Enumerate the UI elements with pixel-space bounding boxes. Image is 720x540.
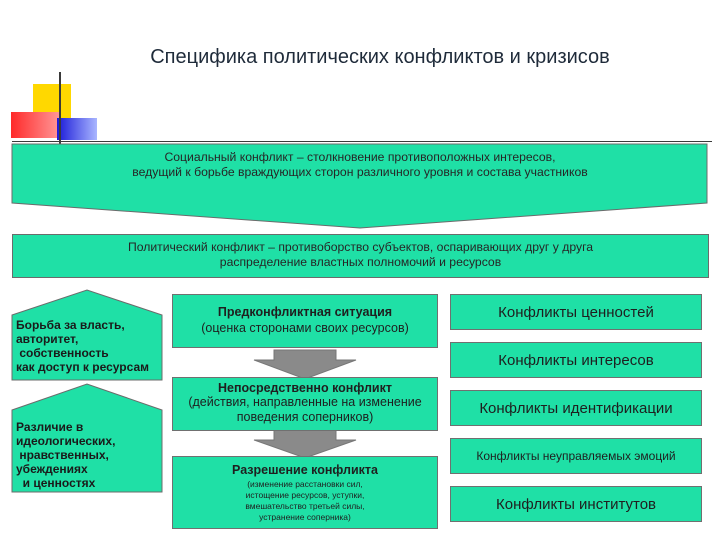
stage-resolution-line4: устранение соперника) (173, 512, 437, 523)
power-struggle-line1: Борьба за власть, (16, 318, 164, 332)
power-struggle-line3: собственность (16, 346, 164, 360)
political-conflict-box: Политический конфликт – противоборство с… (12, 234, 709, 278)
arrow-down-1 (254, 350, 356, 379)
values-difference-line3: нравственных, (16, 448, 164, 462)
power-struggle-line2: авторитет, (16, 332, 164, 346)
conflict-type-identification: Конфликты идентификации (450, 390, 702, 426)
values-difference-text: Различие в идеологических, нравственных,… (16, 420, 164, 490)
power-struggle-text: Борьба за власть, авторитет, собственнос… (16, 318, 164, 374)
values-difference-line2: идеологических, (16, 434, 164, 448)
stage-resolution-line3: вмешательство третьей силы, (173, 501, 437, 512)
conflict-type-emotions: Конфликты неуправляемых эмоций (450, 438, 702, 474)
stage-direct-box: Непосредственно конфликт (действия, напр… (172, 377, 438, 431)
social-conflict-definition: Социальный конфликт – столкновение проти… (60, 150, 660, 180)
stage-resolution-line2: истощение ресурсов, уступки, (173, 490, 437, 501)
conflict-type-values: Конфликты ценностей (450, 294, 702, 330)
conflict-type-interests: Конфликты интересов (450, 342, 702, 378)
conflict-type-institutions: Конфликты институтов (450, 486, 702, 522)
stage-preconflict-subtitle: (оценка сторонами своих ресурсов) (173, 321, 437, 335)
stage-resolution-title: Разрешение конфликта (173, 463, 437, 477)
power-struggle-line4: как доступ к ресурсам (16, 360, 164, 374)
stage-resolution-box: Разрешение конфликта (изменение расстано… (172, 456, 438, 529)
social-conflict-line2: ведущий к борьбе враждующих сторон разли… (60, 165, 660, 180)
values-difference-line5: и ценностях (16, 476, 164, 490)
stage-preconflict-box: Предконфликтная ситуация (оценка сторона… (172, 294, 438, 348)
stage-resolution-line1: (изменение расстановки сил, (173, 479, 437, 490)
social-conflict-line1: Социальный конфликт – столкновение проти… (60, 150, 660, 165)
stage-preconflict-title: Предконфликтная ситуация (173, 305, 437, 319)
stage-direct-line1: (действия, направленные на изменение (173, 395, 437, 410)
political-conflict-line2: распределение властных полномочий и ресу… (13, 255, 708, 270)
stage-direct-line2: поведения соперников) (173, 410, 437, 425)
values-difference-line1: Различие в (16, 420, 164, 434)
arrow-down-2 (254, 430, 356, 458)
political-conflict-line1: Политический конфликт – противоборство с… (13, 240, 708, 255)
values-difference-line4: убеждениях (16, 462, 164, 476)
stage-direct-title: Непосредственно конфликт (173, 381, 437, 395)
